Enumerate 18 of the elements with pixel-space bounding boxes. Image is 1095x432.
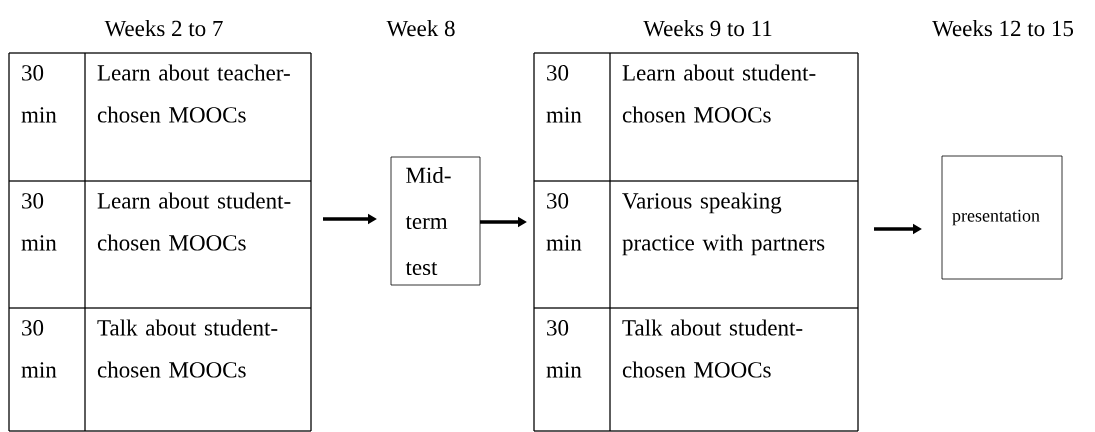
- activity-cell: Learn about teacher-chosen MOOCs: [84, 52, 312, 182]
- column-heading: Weeks 12 to 15: [932, 20, 1074, 37]
- duration-cell: 30 min: [533, 52, 611, 182]
- stage-box: presentation: [941, 155, 1063, 280]
- duration-cell: 30 min: [8, 52, 86, 182]
- duration-cell: 30 min: [8, 180, 86, 309]
- activity-cell: Various speaking practice with partners: [609, 180, 859, 309]
- column-heading: Weeks 9 to 11: [643, 20, 772, 37]
- activity-cell: Talk about student-chosen MOOCs: [84, 307, 312, 432]
- duration-cell: 30 min: [533, 307, 611, 432]
- duration-cell: 30 min: [533, 180, 611, 309]
- duration-cell: 30 min: [8, 307, 86, 432]
- activity-cell: Talk about student-chosen MOOCs: [609, 307, 859, 432]
- column-heading: Week 8: [386, 20, 455, 37]
- activity-cell: Learn about student-chosen MOOCs: [84, 180, 312, 309]
- column-heading: Weeks 2 to 7: [104, 20, 223, 37]
- activity-cell: Learn about student-chosen MOOCs: [609, 52, 859, 182]
- stage-box: Mid-term test: [390, 156, 481, 286]
